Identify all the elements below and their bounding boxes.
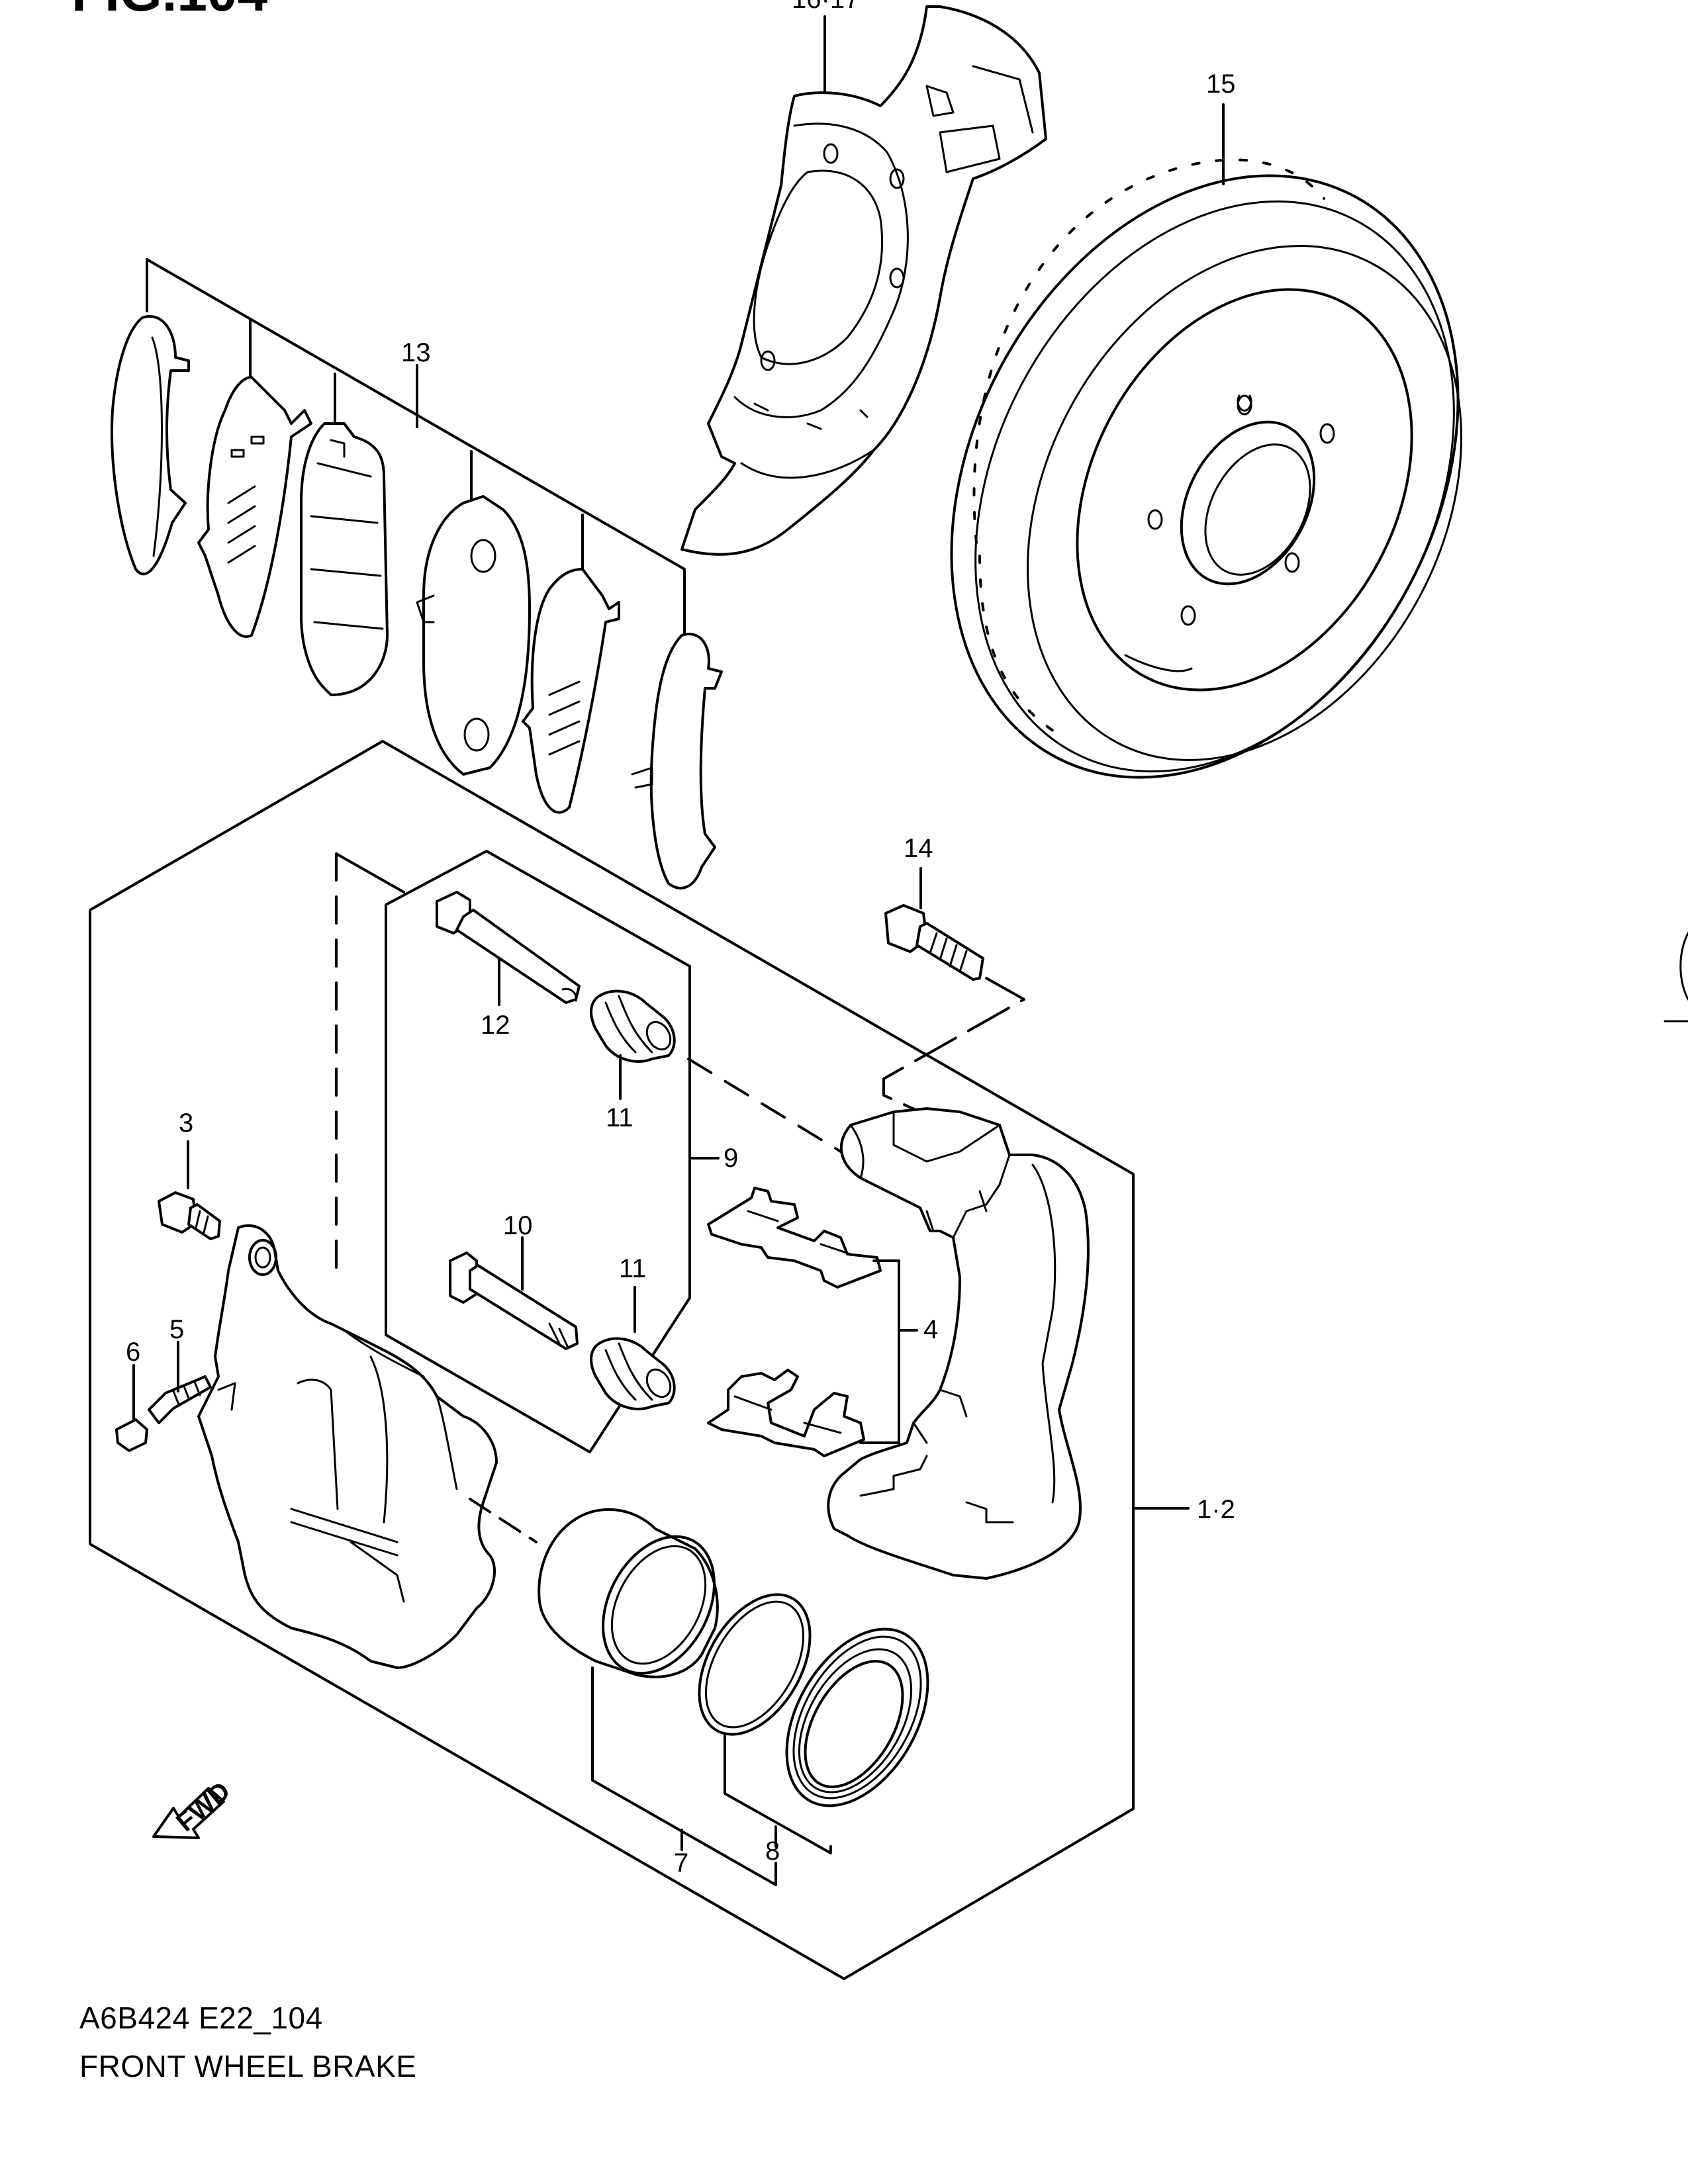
- dust-shield: [680, 5, 1047, 556]
- callout-14: 14: [904, 834, 933, 863]
- brake-pad-set: [111, 258, 723, 889]
- figure-name: FRONT WHEEL BRAKE: [79, 2049, 417, 2083]
- callout-4: 4: [923, 1315, 938, 1344]
- bleeder-screw-5: [148, 1375, 212, 1424]
- caliper-mounting-bracket: [827, 1107, 1090, 1580]
- callout-16-17: 16·17: [792, 0, 859, 14]
- figure-code: A6B424 E22_104: [79, 2001, 323, 2035]
- guide-pin-kit-outline: [385, 850, 691, 1453]
- callout-3: 3: [179, 1109, 193, 1138]
- piston-boot: [785, 1627, 929, 1807]
- callout-15: 15: [1206, 69, 1236, 99]
- callout-1-2: 1·2: [1197, 1495, 1235, 1524]
- piston: [538, 1508, 719, 1678]
- caliper-body: [197, 1224, 498, 1669]
- brake-disc: [950, 158, 1462, 779]
- pad-clip-lower: [707, 1369, 865, 1457]
- caliper-assembly-outline: [89, 740, 1135, 1980]
- guide-pin-12: [436, 891, 581, 1004]
- guide-pin-boot-lower: [590, 1337, 676, 1410]
- piston-seal: [698, 1593, 812, 1736]
- callout-7: 7: [674, 1848, 688, 1878]
- callout-6: 6: [126, 1338, 140, 1367]
- callout-8: 8: [765, 1837, 780, 1866]
- bolt-14: [884, 904, 984, 981]
- guide-pin-10: [449, 1251, 579, 1350]
- callout-11-upper: 11: [606, 1103, 633, 1132]
- callout-9: 9: [724, 1144, 738, 1173]
- bleeder-cap-6: [115, 1418, 148, 1452]
- callout-10: 10: [503, 1211, 533, 1240]
- figure-title: FIG.104: [71, 0, 268, 23]
- callout-12: 12: [481, 1011, 510, 1040]
- pad-clip-upper: [707, 1187, 882, 1289]
- guide-pin-boot-upper: [590, 989, 676, 1063]
- callout-13: 13: [401, 338, 431, 367]
- callout-5: 5: [169, 1315, 184, 1344]
- edge-mark: [1664, 932, 1688, 1023]
- bolt-3: [158, 1191, 221, 1240]
- fwd-arrow-icon: FWD: [152, 1776, 236, 1839]
- callout-11-lower: 11: [619, 1254, 647, 1283]
